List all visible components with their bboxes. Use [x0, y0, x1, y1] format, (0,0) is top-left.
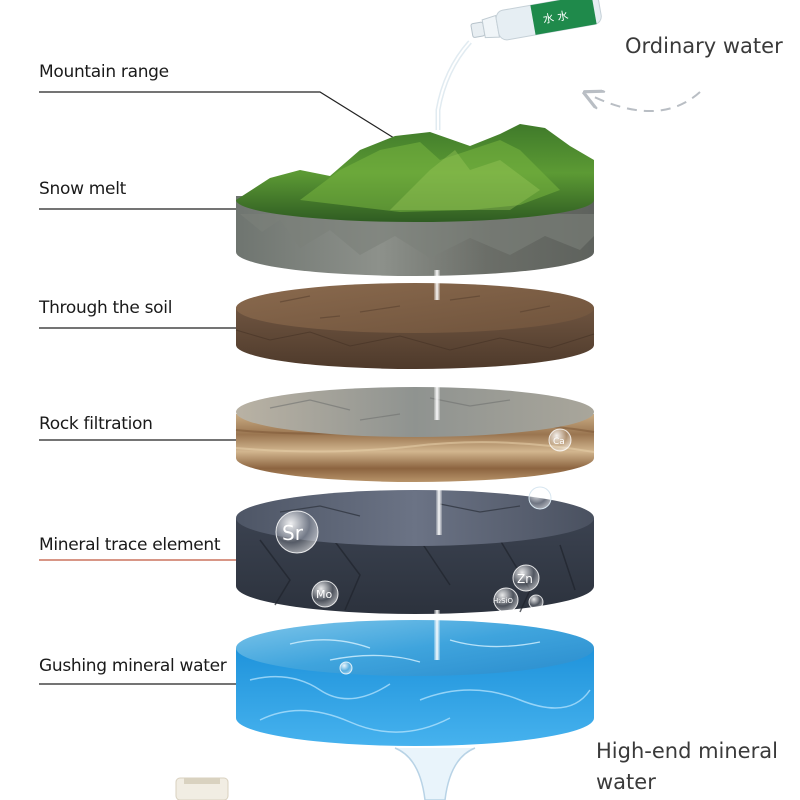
soil-layer	[235, 283, 595, 369]
bubble-sr-label: Sr	[282, 521, 304, 545]
label-mountain-range: Mountain range	[39, 62, 169, 82]
bubble-zn: Zn	[512, 564, 540, 592]
bubble-empty-3	[339, 661, 353, 675]
bubble-h2sio3: H₂SiO	[493, 587, 519, 613]
label-mineral-trace-element: Mineral trace element	[39, 535, 221, 555]
leader-line-mountain	[39, 91, 395, 139]
rock-layer	[235, 387, 595, 482]
water-bottle-icon: 水 水	[470, 0, 602, 41]
bubble-mo: Mo	[311, 580, 339, 608]
bubble-mo-label: Mo	[316, 588, 332, 601]
label-gushing-mineral-water: Gushing mineral water	[39, 656, 227, 676]
label-ordinary-water: Ordinary water	[625, 34, 783, 58]
svg-text:水 水: 水 水	[542, 9, 569, 26]
bubble-h2sio3-label: H₂SiO	[493, 597, 513, 605]
water-stream	[434, 40, 472, 660]
bubble-ca: Ca	[548, 428, 572, 452]
water-layer	[236, 620, 594, 746]
label-high-end-line1: High-end mineral	[596, 739, 778, 763]
outlet-funnel	[175, 747, 476, 800]
mountain-layer	[236, 124, 594, 276]
label-through-the-soil: Through the soil	[39, 298, 173, 318]
curved-arrow-icon	[592, 92, 701, 112]
label-high-end-line2: water	[596, 770, 656, 794]
bubble-zn-label: Zn	[517, 572, 533, 586]
bubble-empty-1	[528, 486, 552, 510]
leader-lines	[39, 91, 395, 685]
bubble-sr: Sr	[275, 510, 319, 554]
label-snow-melt: Snow melt	[39, 179, 126, 199]
bubble-empty-2	[528, 594, 544, 610]
label-rock-filtration: Rock filtration	[39, 414, 153, 434]
bubble-ca-label: Ca	[553, 437, 565, 447]
